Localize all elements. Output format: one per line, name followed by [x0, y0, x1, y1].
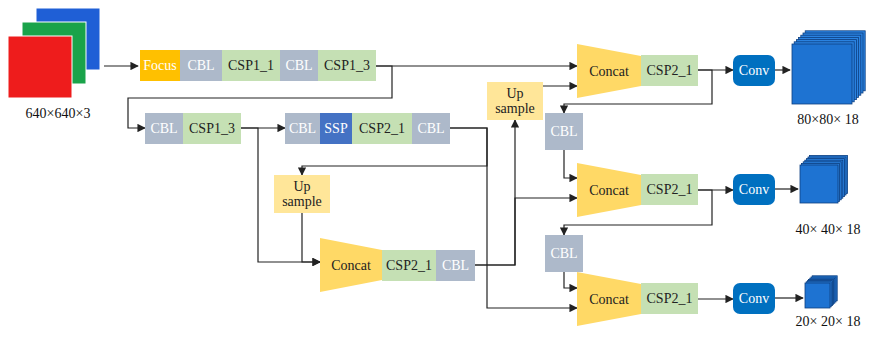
- connector: [698, 298, 733, 299]
- connector: [376, 65, 577, 66]
- block-label: CSP2_1: [647, 182, 693, 197]
- feature-maps: [792, 31, 865, 308]
- feature-map-layer: [800, 165, 838, 203]
- output-arrow: [775, 297, 803, 298]
- cbl-block: CBL: [545, 235, 583, 272]
- block-label: CSP2_1: [386, 258, 432, 273]
- connector: [475, 198, 577, 265]
- block-label: Up sample: [487, 86, 543, 116]
- input-arrow: [104, 65, 138, 66]
- csp-block: CSP2_1: [641, 283, 698, 314]
- block-label: Conv: [739, 63, 769, 78]
- cbl-block: CBL: [285, 113, 320, 144]
- block-label: CBL: [550, 124, 577, 139]
- block-label: Concat: [331, 258, 371, 273]
- block-label: CSP2_1: [359, 121, 405, 136]
- block-label: CBL: [550, 246, 577, 261]
- connector: [564, 150, 577, 178]
- block-label: Concat: [589, 183, 629, 198]
- output-arrow: [775, 188, 798, 189]
- cbl-block: CBL: [436, 250, 475, 281]
- cbl-block: CBL: [280, 50, 318, 81]
- csp-block: CSP1_3: [318, 50, 376, 81]
- cbl-block: CBL: [145, 113, 183, 144]
- block-label: CSP2_1: [647, 63, 693, 78]
- block-label: CBL: [187, 58, 214, 73]
- block-label: Concat: [589, 292, 629, 307]
- csp-block: CSP2_1: [382, 250, 436, 281]
- concat-trapezoid: Concat: [577, 44, 641, 98]
- upsample-block: Up sample: [274, 175, 330, 213]
- concat-trapezoid: Concat: [320, 238, 382, 292]
- block-label: CSP2_1: [647, 291, 693, 306]
- feature-map-layer: [792, 44, 852, 104]
- focus-block: Focus: [140, 50, 180, 81]
- csp-block: CSP2_1: [641, 174, 698, 205]
- dimension-label: 20× 20× 18: [796, 314, 861, 330]
- concat-trapezoid: Concat: [577, 272, 641, 326]
- csp-block: CSP2_1: [641, 55, 698, 86]
- block-label: CBL: [442, 258, 469, 273]
- concat-trapezoid: Concat: [577, 163, 641, 217]
- cbl-block: CBL: [412, 113, 450, 144]
- conv-block: Conv: [733, 55, 775, 86]
- block-label: CBL: [417, 121, 444, 136]
- ssp-block: SSP: [320, 113, 352, 144]
- block-label: CBL: [285, 58, 312, 73]
- connector: [543, 85, 577, 86]
- block-label: Concat: [589, 64, 629, 79]
- connector: [475, 120, 515, 265]
- block-label: CSP1_3: [189, 121, 235, 136]
- dimension-label: 40× 40× 18: [796, 222, 861, 238]
- cbl-block: CBL: [180, 50, 222, 81]
- connector: [564, 272, 577, 288]
- block-label: CSP1_3: [324, 58, 370, 73]
- block-label: CBL: [289, 121, 316, 136]
- block-label: Conv: [739, 291, 769, 306]
- csp-block: CSP1_1: [222, 50, 280, 81]
- connector: [450, 128, 577, 308]
- block-label: SSP: [324, 121, 347, 136]
- block-label: Focus: [143, 58, 176, 73]
- conv-block: Conv: [733, 174, 775, 205]
- output-arrow: [775, 69, 790, 70]
- block-label: CSP1_1: [228, 58, 274, 73]
- block-label: Conv: [739, 182, 769, 197]
- conv-block: Conv: [733, 283, 775, 314]
- feature-map-layer: [805, 283, 830, 308]
- dimension-label: 640×640×3: [26, 106, 91, 122]
- block-label: Up sample: [274, 179, 330, 209]
- dimension-label: 80×80× 18: [797, 112, 858, 128]
- connector: [302, 213, 320, 262]
- block-label: CBL: [150, 121, 177, 136]
- upsample-block: Up sample: [487, 82, 543, 120]
- cbl-block: CBL: [545, 113, 583, 150]
- red-channel: [8, 36, 72, 98]
- csp-block: CSP2_1: [352, 113, 412, 144]
- csp-block: CSP1_3: [183, 113, 241, 144]
